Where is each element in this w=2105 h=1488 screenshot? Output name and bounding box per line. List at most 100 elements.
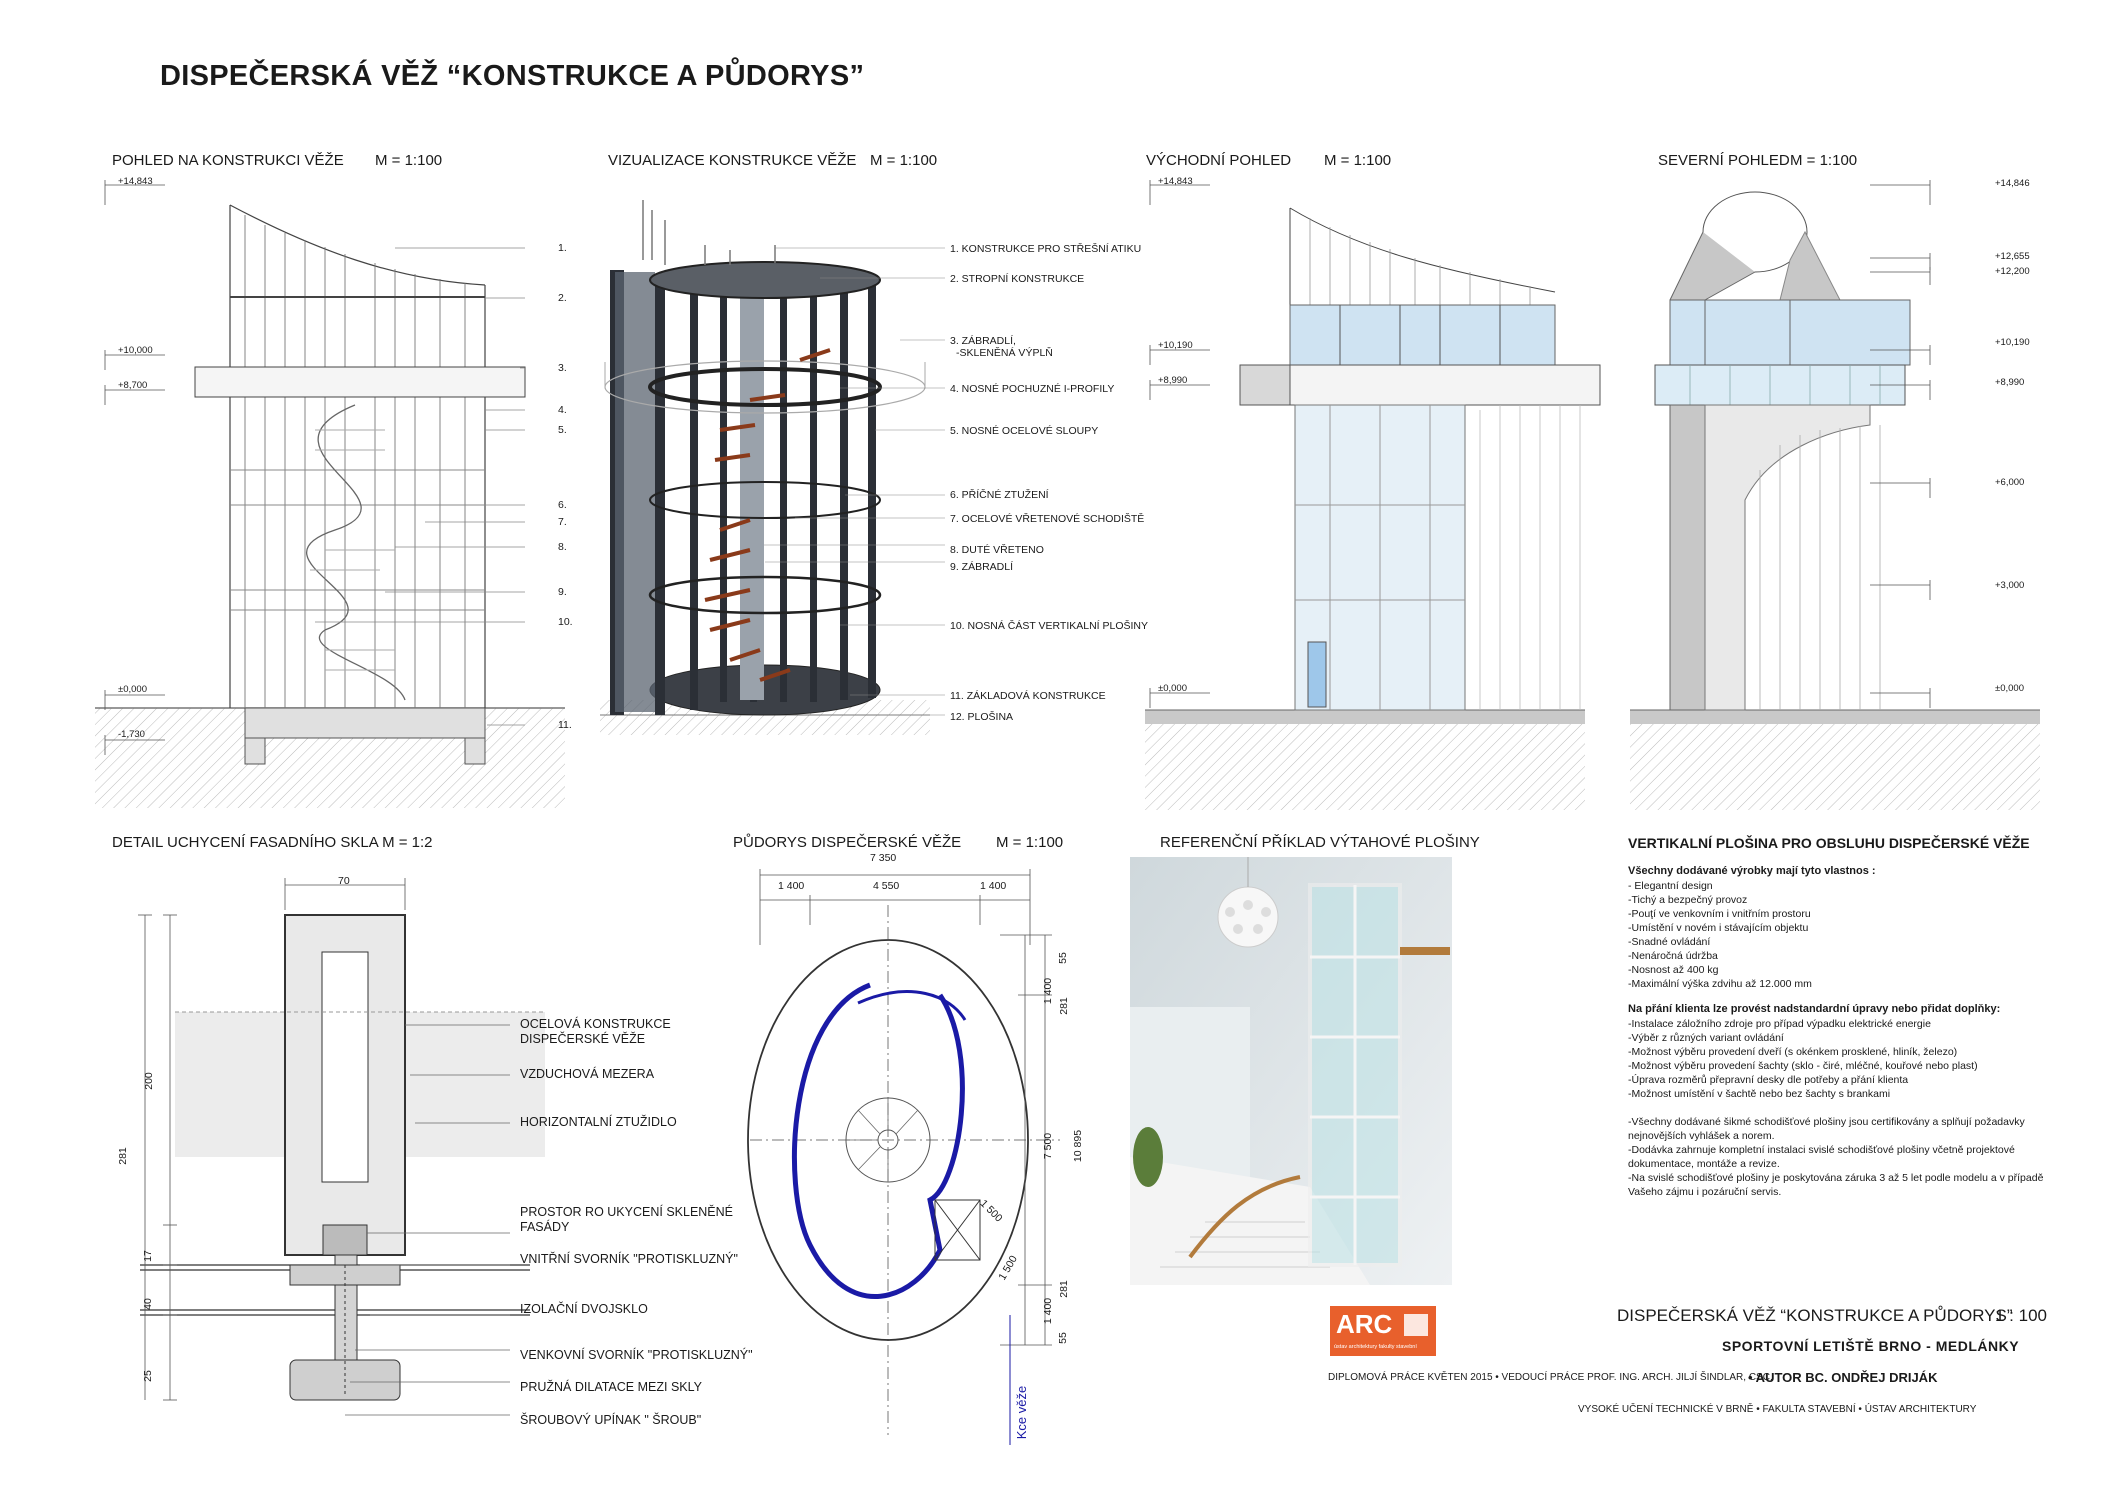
level-label: +10,190 — [1995, 337, 2030, 348]
level-label: +14,843 — [118, 176, 153, 187]
structure-visualization-drawing — [600, 200, 945, 735]
info-line: -Instalace záložního zdroje pro případ v… — [1628, 1018, 1931, 1030]
level-label: +6,000 — [1995, 477, 2025, 488]
level-label: +12,200 — [1995, 266, 2030, 277]
legend-item: 11. ZÁKLADOVÁ KONSTRUKCE — [950, 690, 1106, 702]
detail-label: VNITŘNÍ SVORNÍK "PROTISKLUZNÝ" — [520, 1252, 738, 1266]
dimension-label: 200 — [142, 1072, 155, 1090]
info-line: -Výběr z různých variant ovládání — [1628, 1032, 1784, 1044]
callout-number: 3. — [558, 362, 567, 374]
detail-label: ŠROUBOVÝ UPÍNAK " ŠROUB" — [520, 1413, 702, 1427]
info-subheading: Všechny dodávané výrobky mají tyto vlast… — [1628, 865, 1876, 877]
school-line: VYSOKÉ UČENÍ TECHNICKÉ V BRNĚ • FAKULTA … — [1578, 1404, 1977, 1415]
dimension-label: 55 — [1056, 952, 1069, 964]
panel-title-reference: REFERENČNÍ PŘÍKLAD VÝTAHOVÉ PLOŠINY — [1160, 834, 1480, 851]
dimension-label: 281 — [116, 1147, 129, 1165]
detail-label: VENKOVNÍ SVORNÍK "PROTISKLUZNÝ" — [520, 1348, 753, 1362]
detail-label: OCELOVÁ KONSTRUKCE — [520, 1017, 671, 1031]
logo-text: ARC — [1336, 1309, 1393, 1339]
panel-scale-structure: M = 1:100 — [375, 152, 443, 169]
dimension-label: 1 400 — [1042, 977, 1055, 1005]
info-line: dokumentace, montáže a revize. — [1628, 1158, 1780, 1170]
level-label: ±0,000 — [1995, 683, 2024, 694]
info-line: -Na svislé schodišťové plošiny je poskyt… — [1628, 1172, 2044, 1184]
legend-item: 9. ZÁBRADLÍ — [950, 561, 1014, 573]
legend-item: 1. KONSTRUKCE PRO STŘEŠNÍ ATIKU — [950, 243, 1142, 255]
level-label: +3,000 — [1995, 580, 2025, 591]
info-line: -Možnost výběru provedení šachty (sklo -… — [1628, 1060, 1978, 1072]
dimension-label: 17 — [141, 1250, 154, 1262]
panel-title-detail: DETAIL UCHYCENÍ FASADNÍHO SKLA M = 1:2 — [112, 834, 433, 851]
structure-elevation-drawing — [95, 180, 565, 808]
dimension-label: 4 550 — [873, 880, 900, 892]
panel-title-visualization: VIZUALIZACE KONSTRUKCE VĚŽE — [608, 152, 857, 169]
panel-scale-plan: M = 1:100 — [996, 834, 1064, 851]
callout-number: 9. — [558, 586, 567, 598]
info-line: -Možnost umístění v šachtě nebo bez šach… — [1628, 1088, 1891, 1100]
dimension-label: 281 — [1057, 997, 1070, 1015]
info-subheading: Na přání klienta lze provést nadstandard… — [1628, 1003, 2001, 1015]
logo-subtext: ústav architektury fakulty stavební — [1334, 1344, 1417, 1350]
legend-item: 2. STROPNÍ KONSTRUKCE — [950, 273, 1085, 285]
sheet-title: DISPEČERSKÁ VĚŽ “KONSTRUKCE A PŮDORYS” — [1617, 1306, 2013, 1325]
north-elevation-drawing — [1630, 180, 2040, 810]
callout-number: 11. — [558, 719, 572, 731]
callout-number: 8. — [558, 541, 567, 553]
logo-mark-icon — [1404, 1314, 1428, 1336]
legend-item: 4. NOSNÉ POCHUZNÉ I-PROFILY — [950, 383, 1115, 395]
info-line: -Pouţí ve venkovním i vnitřním prostoru — [1628, 908, 1811, 920]
dimension-label: 10 895 — [1072, 1129, 1085, 1163]
info-line: -Snadné ovládání — [1628, 936, 1711, 948]
dimension-label: 40 — [141, 1298, 154, 1310]
level-label: +10,190 — [1158, 340, 1193, 351]
author-line: • AUTOR BC. ONDŘEJ DRIJÁK — [1748, 1370, 1938, 1385]
dimension-label: 1 400 — [778, 880, 805, 892]
dimension-label: 1 400 — [980, 880, 1007, 892]
info-line: -Umístění v novém i stávajícím objektu — [1628, 922, 1809, 934]
arc-logo: ARC ústav architektury fakulty stavební — [1330, 1306, 1436, 1356]
level-label: +10,000 — [118, 345, 153, 356]
detail-label: PROSTOR RO UKYCENÍ SKLENĚNÉ — [520, 1205, 734, 1219]
level-label: +14,843 — [1158, 176, 1193, 187]
legend-item: 10. NOSNÁ ČÁST VERTIKALNÍ PLOŠINY — [950, 620, 1149, 632]
detail-label: HORIZONTALNÍ ZTUŽIDLO — [520, 1115, 677, 1129]
panel-scale-north: M = 1:100 — [1790, 152, 1858, 169]
info-line: -Možnost výběru provedení dveří (s okénk… — [1628, 1046, 1958, 1058]
panel-title-plan: PŮDORYS DISPEČERSKÉ VĚŽE — [733, 834, 962, 851]
legend-item: -SKLENĚNÁ VÝPLŇ — [956, 347, 1053, 359]
dimension-label: 55 — [1056, 1332, 1069, 1344]
callout-number: 5. — [558, 424, 567, 436]
info-line: -Dodávka zahrnuje kompletní instalaci sv… — [1628, 1144, 2015, 1156]
detail-label: PRUŽNÁ DILATACE MEZI SKLY — [520, 1380, 702, 1394]
callout-number: 1. — [558, 242, 567, 254]
east-elevation-drawing — [1145, 180, 1601, 810]
detail-label: VZDUCHOVÁ MEZERA — [520, 1067, 655, 1081]
callout-number: 4. — [558, 404, 567, 416]
legend-item: 5. NOSNÉ OCELOVÉ SLOUPY — [950, 425, 1099, 437]
info-line: -Všechny dodávané šikmé schodišťové ploš… — [1628, 1116, 2025, 1128]
level-label: +8,990 — [1995, 377, 2025, 388]
level-label: ±0,000 — [1158, 683, 1187, 694]
thesis-line: DIPLOMOVÁ PRÁCE KVĚTEN 2015 • VEDOUCÍ PR… — [1328, 1372, 1773, 1383]
info-line: - Elegantní design — [1628, 880, 1713, 892]
info-line: -Úprava rozměrů přepravní desky dle potř… — [1628, 1074, 1909, 1086]
panel-title-structure: POHLED NA KONSTRUKCI VĚŽE — [112, 152, 344, 169]
callout-number: 6. — [558, 499, 567, 511]
callout-number: 10. — [558, 616, 573, 628]
sheet-scale: 1 : 100 — [1995, 1306, 2047, 1325]
info-line: -Maximální výška zdvihu až 12.000 mm — [1628, 978, 1812, 990]
legend-item: 6. PŘÍČNÉ ZTUŽENÍ — [950, 489, 1049, 501]
info-line: nejnovějších vyhlášek a norem. — [1628, 1130, 1775, 1142]
legend-item: 8. DUTÉ VŘETENO — [950, 544, 1044, 556]
panel-title-east: VÝCHODNÍ POHLED — [1146, 152, 1292, 169]
panel-title-north: SEVERNÍ POHLED — [1658, 152, 1790, 169]
info-line: -Tichý a bezpečný provoz — [1628, 894, 1748, 906]
detail-label: FASÁDY — [520, 1220, 570, 1234]
floor-plan-drawing — [747, 869, 1060, 1445]
detail-label: IZOLAČNÍ DVOJSKLO — [520, 1302, 648, 1316]
dimension-label: 1 400 — [1042, 1297, 1055, 1325]
dimension-label: 70 — [338, 875, 350, 887]
level-label: +8,990 — [1158, 375, 1188, 386]
panel-scale-east: M = 1:100 — [1324, 152, 1392, 169]
page-title: DISPEČERSKÁ VĚŽ “KONSTRUKCE A PŮDORYS” — [160, 60, 865, 92]
